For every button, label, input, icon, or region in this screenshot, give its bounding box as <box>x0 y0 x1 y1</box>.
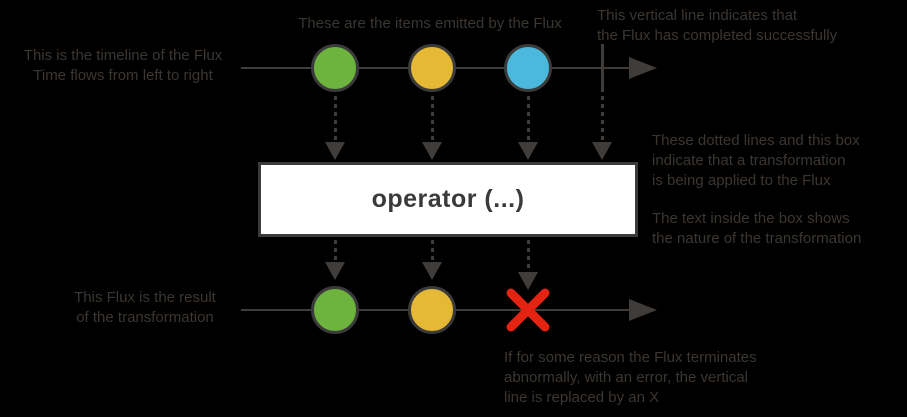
result-marble-yellow <box>408 286 456 334</box>
box-text-annotation: The text inside the box shows the nature… <box>652 210 862 247</box>
source-timeline-arrowhead-icon <box>629 57 657 79</box>
error-x-icon <box>506 288 550 332</box>
dashed-arrowhead-in-complete-icon <box>592 142 612 160</box>
timeline-annotation: This is the timeline of the Flux Time fl… <box>23 47 223 84</box>
dashed-line-out-3 <box>527 240 530 272</box>
dashed-arrowhead-in-3-icon <box>518 142 538 160</box>
dashed-arrowhead-in-1-icon <box>325 142 345 160</box>
dashed-line-out-2 <box>431 240 434 262</box>
dashed-arrowhead-out-3-icon <box>518 272 538 290</box>
result-annotation: This Flux is the result of the transform… <box>74 289 216 326</box>
dashed-line-in-2 <box>431 96 434 142</box>
dashed-line-out-1 <box>334 240 337 262</box>
transformation-annotation: These dotted lines and this box indicate… <box>652 132 860 189</box>
dashed-arrowhead-out-1-icon <box>325 262 345 280</box>
dashed-arrowhead-out-2-icon <box>422 262 442 280</box>
result-marble-green <box>311 286 359 334</box>
dashed-line-in-3 <box>527 96 530 142</box>
source-marble-blue <box>504 44 552 92</box>
operator-label: operator (...) <box>371 185 525 213</box>
complete-annotation: This vertical line indicates that the Fl… <box>597 7 838 44</box>
result-timeline-arrowhead-icon <box>629 299 657 321</box>
complete-line <box>601 44 604 92</box>
dashed-arrowhead-in-2-icon <box>422 142 442 160</box>
operator-box: operator (...) <box>258 162 638 237</box>
dashed-line-in-1 <box>334 96 337 142</box>
items-annotation: These are the items emitted by the Flux <box>298 15 562 32</box>
dashed-line-in-complete <box>601 96 604 142</box>
source-marble-yellow <box>408 44 456 92</box>
source-marble-green <box>311 44 359 92</box>
error-annotation: If for some reason the Flux terminates a… <box>504 349 757 406</box>
